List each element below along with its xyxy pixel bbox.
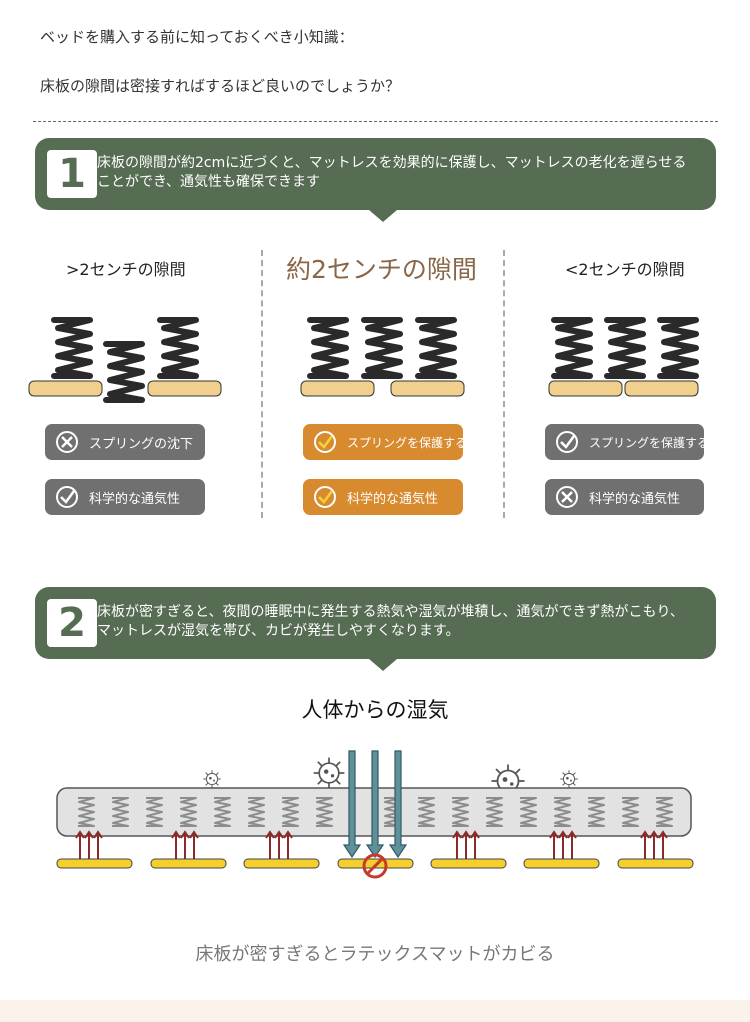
section-1-text: 床板の隙間が約2cmに近づくと、マットレスを効果的に保護し、マットレスの老化を遅… <box>97 155 687 190</box>
column-label-narrow-gap: <2センチの隙間 <box>565 260 685 279</box>
pill-spring-sinking: スプリングの沈下 <box>45 424 205 460</box>
check-icon <box>314 486 336 508</box>
pill-label: 科学的な通気性 <box>347 491 439 507</box>
blocked-icon <box>362 853 388 879</box>
footer-strip <box>0 1000 750 1022</box>
spring-illustrations <box>28 300 750 405</box>
pill-label: スプリングを保護する <box>589 435 710 450</box>
diagram-caption: 床板が密すぎるとラテックスマットがカビる <box>195 944 555 965</box>
section-1-banner: 1 床板の隙間が約2cmに近づくと、マットレスを効果的に保護し、マットレスの老化… <box>35 138 716 222</box>
pill-ventilation: 科学的な通気性 <box>303 479 463 515</box>
pill-ventilation: 科学的な通気性 <box>45 479 205 515</box>
diagram-title: 人体からの湿気 <box>301 698 449 722</box>
bed-slats <box>56 858 694 869</box>
cross-icon <box>556 486 578 508</box>
pill-label: 科学的な通気性 <box>89 491 181 507</box>
pill-label: スプリングを保護する <box>347 435 468 450</box>
check-icon <box>56 486 78 508</box>
pill-protect-springs: スプリングを保護する <box>545 424 709 460</box>
column-label-ideal-gap: 約2センチの隙間 <box>286 255 477 284</box>
pill-label: スプリングの沈下 <box>89 436 194 452</box>
springs-narrow-gap <box>548 320 698 397</box>
check-icon <box>556 431 578 453</box>
mattress-mold-diagram <box>56 750 694 879</box>
section-2-text: 床板が密すぎると、夜間の睡眠中に発生する熱気や湿気が堆積し、通気ができず熱がこも… <box>97 604 684 639</box>
column-separator-left <box>261 250 263 518</box>
banner-pointer <box>369 659 397 671</box>
moisture-down-arrows <box>342 750 408 859</box>
check-icon <box>314 431 336 453</box>
pill-ventilation: 科学的な通気性 <box>545 479 704 515</box>
intro-question-1: ベッドを購入する前に知っておくべき小知識： <box>40 28 354 46</box>
section-2-banner: 2 床板が密すぎると、夜間の睡眠中に発生する熱気や湿気が堆積し、通気ができず熱が… <box>35 587 716 671</box>
springs-wide-gap <box>28 320 222 400</box>
column-label-wide-gap: >2センチの隙間 <box>66 260 186 279</box>
section-2-number: 2 <box>47 599 97 647</box>
pill-label: 科学的な通気性 <box>589 491 681 507</box>
section-1-number: 1 <box>47 150 97 198</box>
dashed-divider <box>33 121 718 122</box>
column-separator-right <box>503 250 505 518</box>
banner-pointer <box>369 210 397 222</box>
intro-question-2: 床板の隙間は密接すればするほど良いのでしょうか？ <box>40 77 401 95</box>
cross-icon <box>56 431 78 453</box>
pill-protect-springs: スプリングを保護する <box>303 424 467 460</box>
springs-ideal-gap <box>300 320 465 397</box>
